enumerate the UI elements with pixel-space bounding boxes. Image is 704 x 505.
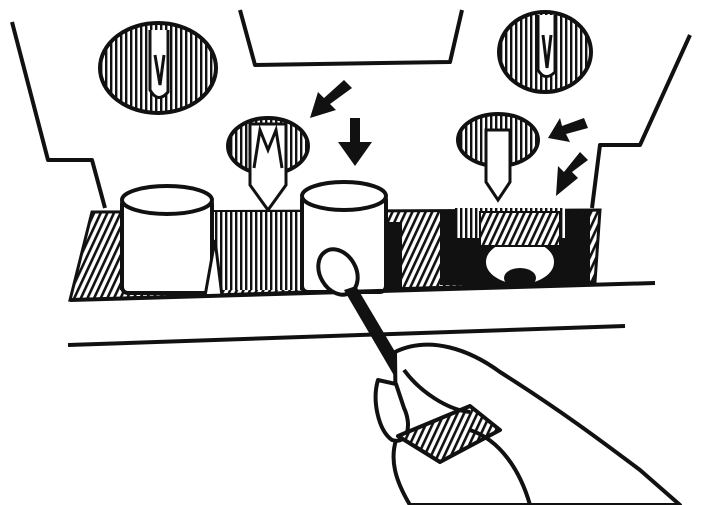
arrow-to-left-capstan (338, 118, 372, 166)
left-head (228, 118, 308, 210)
arrow-to-right-head (548, 118, 588, 142)
hand (376, 345, 680, 505)
pinch-roller (480, 212, 560, 288)
arrow-to-left-head (310, 80, 352, 118)
right-spool-window (499, 12, 591, 92)
left-roller (122, 186, 222, 296)
left-spool-window (100, 23, 216, 113)
arrows (310, 80, 588, 196)
arrow-to-pinch-roller (556, 152, 588, 196)
right-head (458, 114, 538, 200)
